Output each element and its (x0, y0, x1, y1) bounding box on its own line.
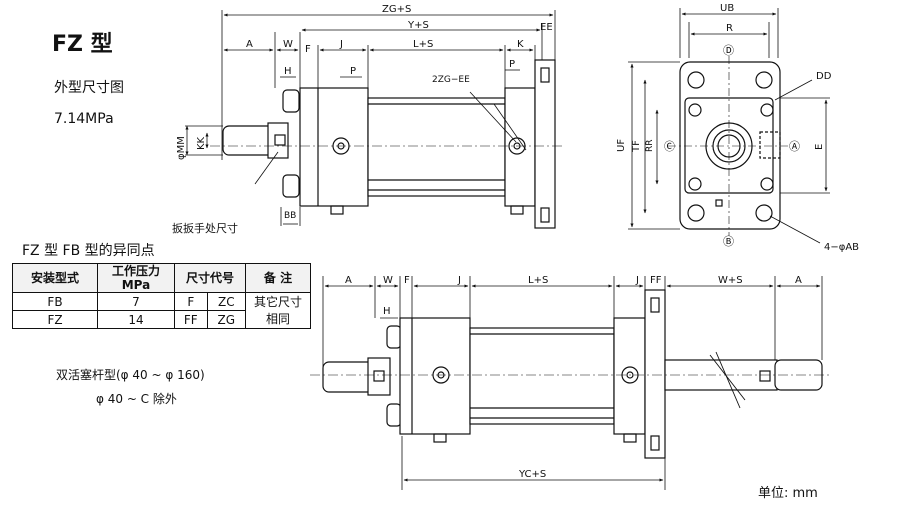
dim-2zg-ee: 2ZG−EE (432, 75, 470, 85)
dim-uf: UF (616, 139, 627, 152)
table-header-row: 安装型式 工作压力 MPa 尺寸代号 备 注 (12, 263, 311, 293)
page-title: FZ 型 (52, 32, 113, 57)
dim-l-s: L+S (413, 39, 433, 50)
dim-r: R (726, 23, 733, 34)
table-row: FB 7 F ZC 其它尺寸相同 (12, 292, 311, 329)
dim-a-right: A (795, 275, 802, 286)
cell-code2: ZG (206, 310, 247, 329)
dim-tf: TF (631, 140, 642, 153)
double-rod-exception: φ 40 ~ C 除外 (96, 392, 177, 406)
dim-f: F (305, 44, 311, 55)
cell-pressure: 14 (97, 310, 175, 329)
cell-remark: 其它尺寸相同 (245, 292, 311, 329)
dim-ff: FF (650, 275, 662, 286)
pressure-rating: 7.14MPa (54, 111, 114, 127)
difference-table: 安装型式 工作压力 MPa 尺寸代号 备 注 FB 7 F ZC 其它尺寸相同 … (12, 263, 311, 329)
dim-w-bottom: W (383, 275, 393, 286)
wrench-label: 扳扳手处尺寸 (172, 221, 238, 235)
drawing-subtitle: 外型尺寸图 (54, 80, 124, 96)
dim-mm: φMM (176, 136, 187, 160)
port-d-mark: Ⓓ (723, 44, 734, 57)
header-pressure: 工作压力 MPa (97, 263, 175, 293)
dim-y-s: Y+S (407, 20, 429, 31)
dim-kk: KK (196, 136, 207, 150)
cell-type: FZ (12, 310, 98, 329)
dim-h-bottom: H (383, 306, 391, 317)
dim-zg-s: ZG+S (382, 4, 411, 15)
dim-bb: BB (284, 211, 296, 221)
dim-w-s: W+S (718, 275, 743, 286)
port-a-mark: Ⓐ (789, 140, 800, 153)
dim-e: E (814, 144, 825, 150)
header-mount-type: 安装型式 (12, 263, 98, 293)
dim-ee: EE (540, 22, 553, 33)
difference-title: FZ 型 FB 型的异同点 (22, 243, 155, 259)
dim-f-bottom: F (404, 275, 410, 286)
dim-a-bottom: A (345, 275, 352, 286)
header-remark: 备 注 (245, 263, 311, 293)
dim-dd: DD (816, 71, 832, 82)
table-row: FZ 14 FF ZG (12, 310, 311, 329)
dim-j-rear: J (635, 275, 639, 286)
dim-a: A (246, 39, 253, 50)
dim-k: K (517, 39, 524, 50)
unit-label: 单位: mm (758, 486, 818, 501)
header-code: 尺寸代号 (174, 263, 246, 293)
dim-ub: UB (720, 3, 734, 14)
dim-j: J (339, 39, 343, 50)
double-rod-note: 双活塞杆型(φ 40 ~ φ 160) (56, 368, 205, 382)
dim-rr: RR (645, 139, 655, 152)
port-c-mark: Ⓒ (664, 140, 675, 153)
port-b-mark: Ⓑ (723, 235, 734, 248)
dim-w: W (283, 39, 293, 50)
dim-p: P (350, 66, 356, 77)
dim-j-bottom: J (457, 275, 461, 286)
dim-p2: P (509, 59, 515, 70)
dim-h: H (284, 66, 292, 77)
dim-ab: 4−φAB (824, 242, 859, 253)
cell-code2: ZC (206, 292, 247, 311)
cell-code1: FF (174, 310, 208, 329)
dim-l-s-bottom: L+S (528, 275, 548, 286)
dim-yc-s: YC+S (518, 469, 546, 480)
